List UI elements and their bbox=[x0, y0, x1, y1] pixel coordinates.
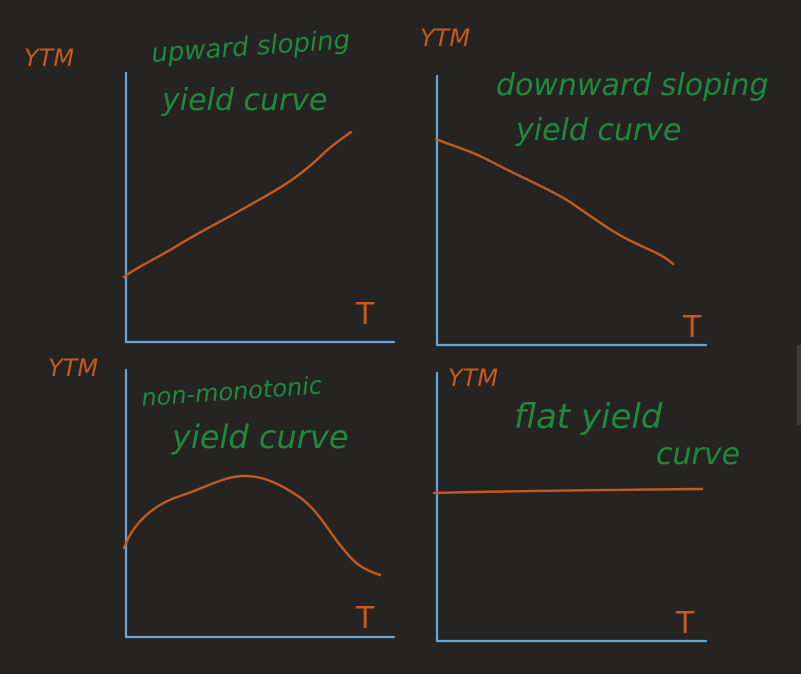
y-axis-label-downward: YTM bbox=[420, 24, 470, 52]
panel-upward: YTM upward sloping yield curve T bbox=[24, 25, 396, 344]
caption-line-1-flat: flat yield bbox=[514, 397, 663, 437]
curve-downward bbox=[434, 137, 675, 266]
caption-line-1-downward: downward sloping bbox=[496, 68, 769, 103]
panel-downward: YTM downward sloping yield curve T bbox=[420, 24, 769, 347]
caption-line-1-upward: upward sloping bbox=[150, 25, 351, 69]
caption-line-1-non-monotonic: non-monotonic bbox=[140, 371, 322, 412]
curve-flat bbox=[432, 487, 704, 495]
y-axis-label-non-monotonic: YTM bbox=[48, 354, 98, 382]
caption-line-2-downward: yield curve bbox=[515, 113, 682, 148]
caption-line-2-flat: curve bbox=[656, 437, 740, 472]
y-axis-label-flat: YTM bbox=[448, 364, 498, 392]
curve-non-monotonic bbox=[122, 474, 382, 577]
panel-flat: YTM flat yield curve T bbox=[432, 364, 740, 643]
x-axis-label-upward: T bbox=[355, 297, 375, 332]
vertical-scrollbar[interactable] bbox=[797, 345, 801, 425]
panel-non-monotonic: YTM non-monotonic yield curve T bbox=[48, 354, 396, 639]
curve-upward bbox=[122, 130, 353, 279]
caption-line-2-non-monotonic: yield curve bbox=[171, 418, 349, 456]
caption-line-2-upward: yield curve bbox=[161, 83, 328, 118]
x-axis-label-downward: T bbox=[682, 310, 702, 345]
y-axis-label-upward: YTM bbox=[24, 44, 74, 72]
x-axis-label-flat: T bbox=[675, 606, 695, 641]
x-axis-label-non-monotonic: T bbox=[355, 601, 375, 636]
